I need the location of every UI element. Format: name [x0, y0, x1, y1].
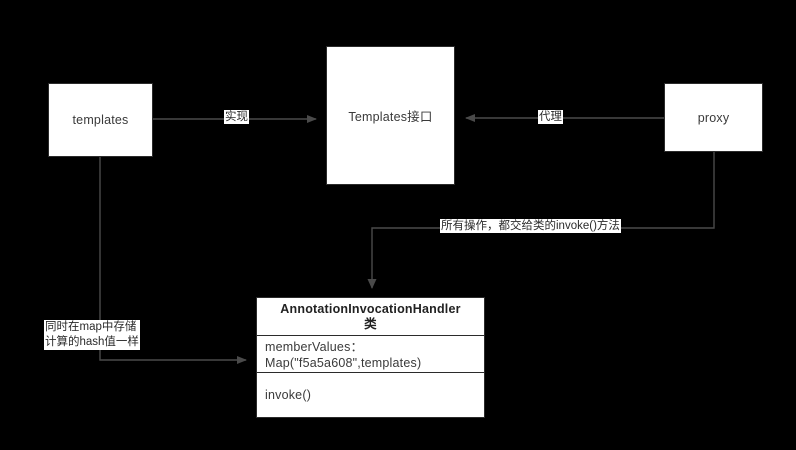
node-templates-label: templates: [72, 113, 129, 127]
edge-label-map-hash: 同时在map中存储 计算的hash值一样: [44, 320, 140, 350]
node-proxy-label: proxy: [697, 110, 730, 125]
class-attributes: memberValues： Map("f5a5a608",templates): [257, 336, 484, 373]
class-attribute-line2: Map("f5a5a608",templates): [265, 356, 422, 370]
node-templates[interactable]: templates: [48, 83, 153, 157]
node-annotation-invocation-handler[interactable]: AnnotationInvocationHandler 类 memberValu…: [256, 297, 485, 418]
class-attribute-line1: memberValues：: [265, 340, 364, 354]
node-templates-interface[interactable]: Templates接口: [326, 46, 455, 185]
class-operation-invoke: invoke(): [265, 388, 312, 402]
edge-templates-to-handler: [99, 157, 247, 364]
class-title-line2: 类: [364, 316, 377, 331]
edge-label-implements: 实现: [224, 110, 249, 124]
edge-label-all-operations-to-invoke: 所有操作，都交给类的invoke()方法: [440, 219, 621, 233]
node-templates-interface-label: Templates接口: [348, 110, 433, 124]
class-operations: invoke(): [257, 373, 484, 417]
edge-label-proxy: 代理: [538, 110, 563, 124]
node-proxy[interactable]: proxy: [664, 83, 763, 152]
edge-label-map-hash-line2: 计算的hash值一样: [45, 336, 139, 348]
class-title: AnnotationInvocationHandler 类: [257, 298, 484, 336]
edge-label-map-hash-line1: 同时在map中存储: [45, 321, 137, 333]
class-title-line1: AnnotationInvocationHandler: [280, 301, 461, 316]
